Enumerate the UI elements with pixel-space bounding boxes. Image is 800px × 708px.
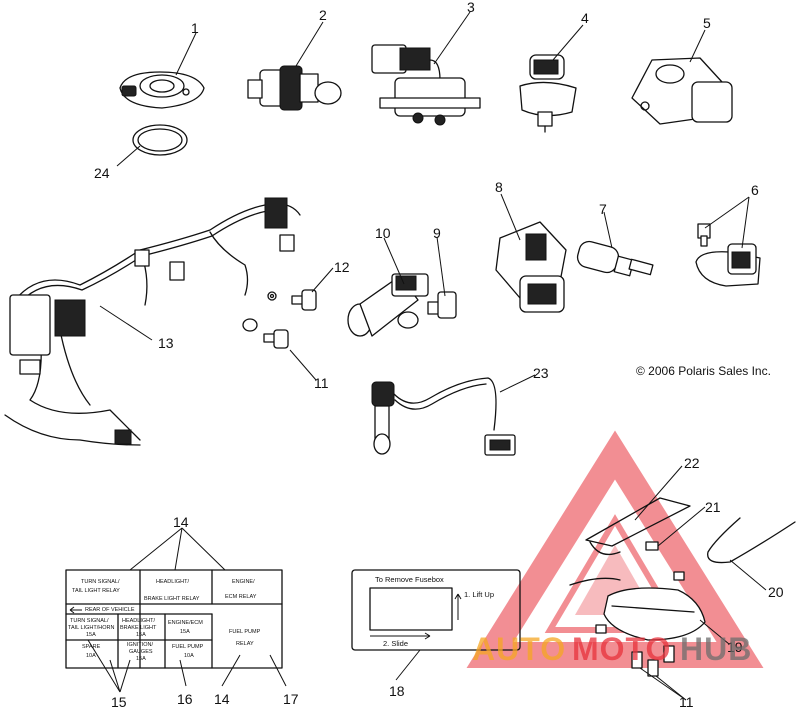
- callout-5: 5: [703, 15, 711, 31]
- callout-24: 24: [94, 165, 110, 181]
- watermark-moto: MOTO: [572, 631, 671, 667]
- callout-9: 9: [433, 225, 441, 241]
- callout-19: 19: [727, 639, 743, 655]
- part-18-fusebox-label: [351, 569, 521, 651]
- fusebox-label-step2: 2. Slide: [383, 639, 408, 648]
- part-12-screw: [267, 289, 317, 311]
- part-21-screw: [645, 541, 659, 551]
- fuse-label-spare: SPARE: [82, 644, 101, 650]
- callout-14: 14: [173, 514, 189, 530]
- callout-1: 1: [191, 20, 199, 36]
- fuse-label-headlight: HEADLIGHT/: [156, 579, 189, 585]
- fuse-label-turn-signal: TURN SIGNAL/: [81, 579, 120, 585]
- fuse-label-tail-light-horn: TAIL LIGHT/HORN: [68, 625, 114, 631]
- part-8-map-sensor: [495, 221, 567, 313]
- callout-16: 16: [177, 691, 193, 707]
- callout-10: 10: [375, 225, 391, 241]
- fuse-label-headlight-fuse: HEADLIGHT/: [122, 618, 155, 624]
- part-11-screws-b: [631, 645, 675, 677]
- fuse-label-fuel-pump-amp: 10A: [184, 653, 194, 659]
- callout-15: 15: [111, 694, 127, 708]
- fuse-label-engine-amp: 15A: [180, 629, 190, 635]
- callout-7: 7: [599, 201, 607, 217]
- callout-13: 13: [158, 335, 174, 351]
- callout-4: 4: [581, 10, 589, 26]
- fuse-label-spare-amp: 10A: [86, 653, 96, 659]
- callout-23: 23: [533, 365, 549, 381]
- fuse-label-gauges: GAUGES: [129, 649, 153, 655]
- callout-6: 6: [751, 182, 759, 198]
- callout-8: 8: [495, 179, 503, 195]
- copyright-text: © 2006 Polaris Sales Inc.: [636, 364, 771, 378]
- part-24-gasket: [132, 124, 188, 156]
- part-6-cam-sensor: [695, 223, 761, 287]
- fuse-label-fuel-pump-relay-2: RELAY: [236, 641, 254, 647]
- fusebox-label-step1: 1. Lift Up: [464, 590, 494, 599]
- callout-21: 21: [705, 499, 721, 515]
- watermark-auto: AUTO: [472, 631, 566, 667]
- fuse-label-turn-amp: 15A: [86, 632, 96, 638]
- callout-12: 12: [334, 259, 350, 275]
- part-1-sensor: [119, 71, 205, 109]
- callout-11: 11: [314, 375, 329, 391]
- callout-17: 17: [283, 691, 299, 707]
- part-10-crank-sensor: [347, 273, 429, 337]
- rear-arrow-icon: [69, 606, 82, 614]
- part-7-temp-sensor: [576, 240, 654, 277]
- callout-11-b: 11: [679, 694, 694, 708]
- part-11-screw-a: [242, 318, 289, 349]
- part-23-o2-sensor: [371, 377, 516, 456]
- callout-18: 18: [389, 683, 405, 699]
- fuse-label-rear-of-vehicle: REAR OF VEHICLE: [85, 607, 135, 613]
- fusebox-label-title: To Remove Fusebox: [375, 575, 444, 584]
- callout-numbers: 1 2 3 4 5 6 7 8 9 10 11 12 13 14 15 16 1…: [94, 0, 784, 708]
- fuse-label-engine: ENGINE/: [232, 579, 255, 585]
- fuse-label-ecm-relay: ECM RELAY: [225, 594, 257, 600]
- fuse-label-brake-light-relay: BRAKE LIGHT RELAY: [144, 596, 200, 602]
- part-13-harness: [4, 197, 301, 446]
- watermark-hub: HUB: [680, 631, 752, 667]
- fuse-label-headlight-amp: 15A: [136, 632, 146, 638]
- part-4-sensor: [519, 54, 577, 133]
- fuse-label-ignition-amp: 15A: [136, 656, 146, 662]
- part-9-bolt: [427, 291, 457, 319]
- callout-14-b: 14: [214, 691, 230, 707]
- part-19-fusebox: [569, 571, 706, 641]
- callout-2: 2: [319, 7, 327, 23]
- callout-3: 3: [467, 0, 475, 15]
- leader-lines: [87, 11, 767, 701]
- part-22-cover: [585, 497, 691, 556]
- watermark-text: AUTO MOTO HUB: [472, 631, 752, 667]
- fuse-label-engine-ecm: ENGINE/ECM: [168, 620, 203, 626]
- fuse-label-turn-signal-fuse: TURN SIGNAL/: [70, 618, 109, 624]
- part-5-tps: [631, 57, 733, 125]
- part-14-fuse-label: [65, 569, 283, 669]
- fuse-label-brake-light-fuse: BRAKE LIGHT: [120, 625, 157, 631]
- fuse-label-fuel-pump: FUEL PUMP: [172, 644, 204, 650]
- callout-20: 20: [768, 584, 784, 600]
- callout-22: 22: [684, 455, 700, 471]
- fuse-label-tail-light-relay: TAIL LIGHT RELAY: [72, 588, 120, 594]
- fuse-label-fuel-pump-relay-1: FUEL PUMP: [229, 629, 261, 635]
- part-20-cable-tie: [707, 517, 796, 564]
- part-3-solenoid: [371, 44, 481, 126]
- fuse-label-ignition: IGNITION/: [127, 642, 153, 648]
- part-2-switch: [247, 65, 342, 111]
